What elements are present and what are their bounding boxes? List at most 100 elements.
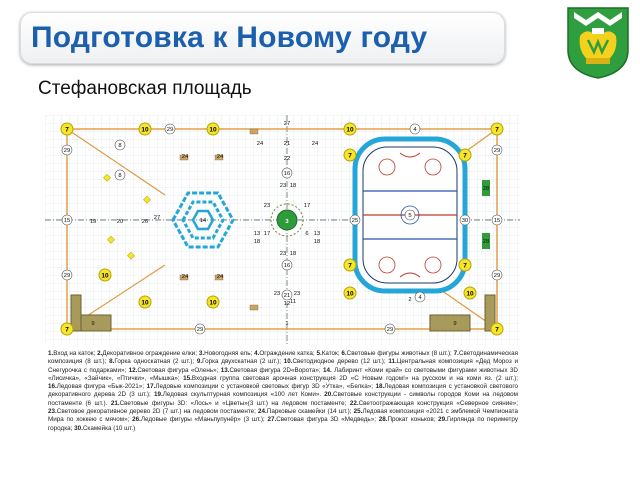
legend-item-number: 22.	[349, 399, 359, 407]
legend-item-number: 9.	[196, 358, 203, 366]
legend-item-number: 13.	[220, 366, 230, 374]
site-plan-map: 7 7 7 7 7 7 7 7 10 10 10 10 10 10 10 10 …	[45, 115, 520, 345]
title-banner: Подготовка к Новому году	[20, 12, 505, 64]
legend-item-number: 7.	[453, 350, 459, 357]
svg-text:24: 24	[217, 154, 224, 160]
legend-item-number: 29.	[438, 416, 447, 424]
svg-text:7: 7	[348, 153, 352, 160]
svg-text:29: 29	[387, 327, 393, 333]
svg-text:27: 27	[154, 215, 160, 221]
svg-text:21: 21	[284, 293, 290, 299]
svg-text:29: 29	[167, 127, 173, 133]
legend-item-number: 4.	[254, 350, 260, 357]
legend-item-number: 18.	[375, 383, 385, 391]
legend-item-text: Вход на каток;	[53, 350, 98, 357]
svg-text:18: 18	[290, 251, 296, 257]
svg-text:10: 10	[209, 127, 217, 134]
svg-text:7: 7	[495, 127, 499, 134]
svg-text:15: 15	[64, 218, 70, 224]
legend-item-text: Ледовые композиции с установкой световых…	[155, 383, 376, 391]
svg-text:26: 26	[142, 219, 148, 225]
legend-item-number: 27.	[267, 416, 277, 424]
legend-item-text: Парковые скамейки (14 шт.);	[266, 408, 354, 416]
legend-item-number: 14.	[322, 366, 332, 374]
legend-item-text: Световые конструкции - символы городов К…	[48, 391, 518, 407]
legend-item-number: 25.	[353, 408, 363, 416]
svg-text:12: 12	[284, 301, 290, 307]
legend-item: 14. Лабиринт «Коми край» со световыми фи…	[48, 367, 518, 382]
svg-text:18: 18	[290, 183, 296, 189]
svg-text:4: 4	[413, 127, 417, 133]
legend-item-text: Световое декоративное дерево 2D (7 шт.) …	[56, 408, 259, 416]
legend-item-number: 6.	[341, 350, 347, 357]
svg-text:7: 7	[65, 327, 69, 334]
legend-item-number: 12.	[128, 366, 138, 374]
legend-item-number: 20.	[324, 391, 334, 399]
slide-right	[429, 314, 471, 332]
legend-item-text: Ледовая композиция «2021 с эмблемой Чемп…	[48, 408, 518, 424]
svg-text:17: 17	[304, 203, 310, 209]
legend-item-text: Прокат коньков;	[387, 416, 439, 424]
legend-item-text: Ледовая фигура «Бык-2021»;	[56, 383, 147, 391]
legend-item-text: Декоративное ограждение елки;	[102, 350, 199, 357]
svg-text:9: 9	[91, 321, 94, 327]
legend-item: 27.Световая фигура 3D «Медведь»;	[267, 416, 378, 423]
legend-item-text: Гирлянда по периметру городка;	[48, 416, 518, 432]
legend-item-text: Светодинамическая композиция (8 шт.);	[48, 350, 518, 366]
svg-text:16: 16	[284, 171, 290, 177]
svg-text:17: 17	[264, 231, 270, 237]
svg-text:28: 28	[483, 186, 489, 192]
legend-item-text: Ограждение катка;	[259, 350, 317, 357]
legend-item-text: Световые фигуры 3D: «Лось» и «Цветы»(3 ш…	[119, 399, 350, 407]
legend-item: 1.Вход на каток;	[48, 350, 97, 357]
legend-item-text: Лабиринт «Коми край» со световыми фигура…	[48, 366, 518, 382]
svg-text:24: 24	[182, 274, 189, 280]
legend-item-number: 24.	[258, 408, 267, 416]
svg-text:23: 23	[264, 203, 270, 209]
labyrinth	[171, 191, 235, 249]
svg-text:24: 24	[257, 141, 264, 147]
svg-text:23: 23	[280, 251, 286, 257]
legend-item-number: 23.	[48, 408, 57, 416]
legend-item: 2.Декоративное ограждение елки;	[97, 350, 199, 357]
svg-text:7: 7	[463, 153, 467, 160]
legend-item-text: Центральная композиция «Дед Мороз и Снег…	[48, 358, 519, 374]
svg-text:10: 10	[466, 291, 474, 298]
svg-text:11: 11	[290, 299, 296, 305]
legend-item-text: Горка односкатная (2 шт.);	[114, 358, 197, 366]
legend-item: 15.Входная группа световая арочная конст…	[183, 375, 518, 382]
legend-item-number: 21.	[110, 399, 120, 407]
legend-item-number: 11.	[388, 358, 397, 366]
legend-item-text: Ледовые фигуры «Маньпупунёр» (3 шт.);	[140, 416, 268, 424]
svg-text:18: 18	[254, 239, 260, 245]
legend-item: 16.Ледовая фигура «Бык-2021»;	[48, 383, 147, 390]
legend-item-text: Световая фигура 3D «Медведь»;	[276, 416, 379, 424]
svg-text:13: 13	[254, 231, 260, 237]
svg-text:16: 16	[284, 263, 290, 269]
legend-text: 1.Вход на каток; 2.Декоративное огражден…	[48, 350, 518, 433]
tree-icon	[276, 209, 298, 231]
marker-3: 3	[285, 219, 289, 225]
legend-item-number: 17.	[146, 383, 156, 391]
svg-text:14: 14	[200, 218, 207, 224]
legend-item: 21.Световые фигуры 3D: «Лось» и «Цветы»(…	[111, 400, 350, 407]
legend-item-text: Световая фигура «Олень»;	[137, 366, 221, 374]
legend-item-number: 1.	[48, 350, 54, 357]
svg-text:19: 19	[90, 219, 96, 225]
legend-item: 6.Световые фигуры животных (8 шт.);	[341, 350, 453, 357]
legend-item: 9.Горка двухскатная (2 шт.);	[197, 358, 284, 365]
legend-item: 13.Световая фигура 2D«Ворота»;	[221, 367, 323, 374]
legend-item: 25.Ледовая композиция «2021 с эмблемой Ч…	[48, 408, 518, 423]
svg-text:29: 29	[64, 148, 70, 154]
legend-item-text: Световая фигура 2D«Ворота»;	[229, 366, 323, 374]
page-title: Подготовка к Новому году	[31, 21, 428, 54]
svg-text:10: 10	[346, 291, 354, 298]
legend-item-text: Ледовая композиция с установкой световог…	[48, 383, 518, 399]
legend-item: 30.Скамейка (10 шт.)	[74, 425, 135, 432]
coat-of-arms-icon	[567, 7, 629, 79]
legend-item: 29.Гирлянда по периметру городка;	[48, 416, 518, 431]
legend-item-number: 8.	[109, 358, 115, 366]
legend-item: 22.Светоотражающая конструкция «Северное…	[350, 400, 518, 407]
svg-text:7: 7	[463, 263, 467, 270]
legend-item: 28.Прокат коньков;	[379, 416, 438, 423]
